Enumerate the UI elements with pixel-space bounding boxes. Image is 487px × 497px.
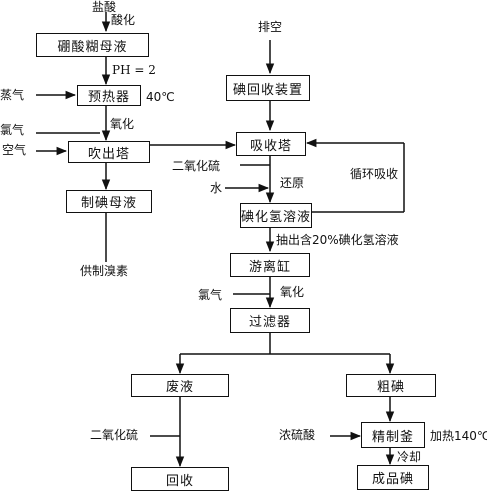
conc-sulfuric-label: 浓硫酸: [279, 428, 316, 442]
oxidize-label-2: 氧化: [280, 285, 305, 299]
crude-iodine-box: 粗碘: [346, 374, 436, 397]
extract-20-label: 抽出含20%碘化氢溶液: [276, 233, 399, 247]
hydroiodic-solution-box: 碘化氢溶液: [240, 203, 312, 228]
waste-liquid-box: 废液: [131, 374, 229, 397]
filter-box: 过滤器: [230, 308, 310, 333]
air-label: 空气: [2, 143, 27, 157]
chlorine-label-2: 氯气: [198, 288, 223, 302]
for-bromine-label: 供制溴素: [80, 264, 129, 278]
sulfur-dioxide-label-2: 二氧化硫: [90, 428, 139, 442]
hydrochloric-acid-label: 盐酸: [92, 0, 117, 14]
chlorine-label-1: 氯气: [0, 123, 25, 137]
water-label: 水: [210, 181, 223, 195]
heat-140-label: 加热140℃: [430, 429, 487, 443]
cool-label: 冷却: [397, 450, 422, 464]
recovery-box: 回收: [131, 467, 229, 491]
acidify-label: 酸化: [111, 13, 136, 27]
sulfur-dioxide-label-1: 二氧化硫: [172, 159, 221, 173]
ph-label: PH = 2: [112, 63, 156, 77]
boric-mother-liquor-box: 硼酸糊母液: [36, 33, 149, 57]
finished-iodine-box: 成品碘: [357, 465, 429, 490]
oxidize-label-1: 氧化: [110, 117, 135, 131]
absorption-tower-box: 吸收塔: [236, 132, 306, 156]
preheater-box: 预热器: [77, 85, 141, 106]
steam-label: 蒸气: [0, 88, 25, 102]
vent-label: 排空: [258, 20, 283, 34]
iodine-recovery-unit-box: 碘回收装置: [226, 75, 310, 101]
circulate-absorb-label: 循环吸收: [350, 167, 399, 181]
blowout-tower-box: 吹出塔: [68, 141, 150, 163]
reduce-label: 还原: [280, 176, 305, 190]
temp-40-label: 40℃: [146, 90, 175, 104]
refining-kettle-box: 精制釜: [361, 422, 425, 448]
free-tank-box: 游离缸: [230, 253, 310, 277]
iodine-mother-liquor-box: 制碘母液: [66, 190, 152, 213]
